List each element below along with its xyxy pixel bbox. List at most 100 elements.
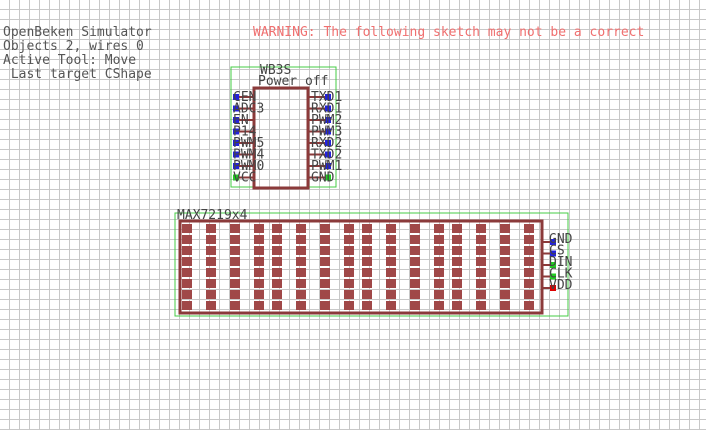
led-dot (452, 224, 457, 233)
led-dot (211, 246, 216, 255)
led-dot (301, 235, 306, 244)
led-dot (505, 279, 510, 288)
led-dot (367, 290, 372, 299)
wb3s-right-pin-node[interactable] (325, 151, 331, 158)
led-dot (524, 224, 529, 233)
led-dot (325, 235, 330, 244)
wb3s-component[interactable]: WB3S Power off CENADC3ENP14PWM5PWM4PWM0V… (230, 63, 342, 190)
led-dot (230, 224, 235, 233)
wb3s-right-pin-label: GND (311, 171, 335, 186)
led-dot (434, 268, 439, 277)
led-dot (206, 224, 211, 233)
led-dot (391, 290, 396, 299)
led-dot (386, 224, 391, 233)
led-dot (439, 246, 444, 255)
led-dot (410, 235, 415, 244)
led-dot (367, 268, 372, 277)
led-dot (230, 235, 235, 244)
max7219-pin-label: CS (549, 244, 565, 259)
led-dot (452, 279, 457, 288)
led-dot (182, 268, 187, 277)
wb3s-left-pin-node[interactable] (233, 174, 239, 181)
wb3s-left-pin-label: EN (233, 113, 249, 128)
led-dot (259, 257, 264, 266)
wb3s-left-pin-node[interactable] (233, 163, 239, 169)
led-dot (529, 257, 534, 266)
wb3s-right-pin-label: PWM2 (311, 113, 342, 128)
max7219-pin-node[interactable] (550, 262, 556, 268)
led-dot (182, 235, 187, 244)
wb3s-right-pin-node[interactable] (325, 140, 331, 146)
led-dot (386, 246, 391, 255)
led-dot (391, 246, 396, 255)
led-dot (410, 224, 415, 233)
led-dot (481, 279, 486, 288)
led-dot (391, 224, 396, 233)
led-dot (529, 246, 534, 255)
wb3s-left-pin-node[interactable] (233, 94, 239, 100)
led-dot (349, 268, 354, 277)
wb3s-right-pin-node[interactable] (325, 128, 331, 135)
led-dot (301, 257, 306, 266)
wb3s-right-pin-label: TXD2 (311, 148, 342, 163)
led-dot (206, 257, 211, 266)
led-dot (439, 301, 444, 310)
max7219-pin-node[interactable] (550, 250, 556, 257)
led-dot (500, 268, 505, 277)
wb3s-left-pin-label: VCC (233, 171, 256, 186)
led-dot (296, 268, 301, 277)
wb3s-left-pin-node[interactable] (233, 105, 239, 112)
led-dot (325, 301, 330, 310)
led-dot (230, 257, 235, 266)
max7219-body (178, 219, 544, 315)
max7219-pin-node[interactable] (550, 285, 556, 291)
led-dot (254, 301, 259, 310)
led-dot (211, 290, 216, 299)
wb3s-left-pin-node[interactable] (233, 117, 239, 123)
led-dot (272, 235, 277, 244)
wb3s-right-pin-node[interactable] (325, 94, 331, 100)
led-dot (524, 257, 529, 266)
max7219-pin-node[interactable] (550, 239, 556, 245)
led-dot (235, 290, 240, 299)
led-dot (182, 246, 187, 255)
wb3s-left-pin-node[interactable] (233, 128, 239, 135)
active-tool: Active Tool: Move (3, 53, 137, 68)
wb3s-right-pin-node[interactable] (325, 174, 331, 181)
led-dot (254, 246, 259, 255)
led-dot (272, 257, 277, 266)
led-dot (296, 224, 301, 233)
led-dot (505, 235, 510, 244)
led-dot (301, 290, 306, 299)
wb3s-left-pin-node[interactable] (233, 140, 239, 146)
led-dot (296, 301, 301, 310)
led-dot (272, 301, 277, 310)
led-dot (476, 246, 481, 255)
led-dot (457, 301, 462, 310)
max7219-pin-node[interactable] (550, 273, 556, 280)
led-dot (391, 279, 396, 288)
led-dot (457, 290, 462, 299)
led-dot (481, 290, 486, 299)
hud-panel: OpenBeken Simulator Objects 2, wires 0 A… (3, 26, 152, 82)
wb3s-right-pin-node[interactable] (325, 117, 331, 123)
led-dot (481, 246, 486, 255)
led-dot (434, 279, 439, 288)
led-dot (206, 279, 211, 288)
led-dot (344, 301, 349, 310)
led-dot (259, 268, 264, 277)
wb3s-left-pin-node[interactable] (233, 151, 239, 158)
led-dot (277, 301, 282, 310)
wb3s-right-pin-node[interactable] (325, 163, 331, 169)
led-dot (235, 235, 240, 244)
led-dot (500, 279, 505, 288)
led-dot (344, 235, 349, 244)
led-dot (325, 257, 330, 266)
wb3s-right-pin-node[interactable] (325, 105, 331, 112)
led-dot (325, 290, 330, 299)
led-dot (301, 246, 306, 255)
led-dot (481, 301, 486, 310)
wb3s-left-pin-label: ADC3 (233, 102, 264, 117)
